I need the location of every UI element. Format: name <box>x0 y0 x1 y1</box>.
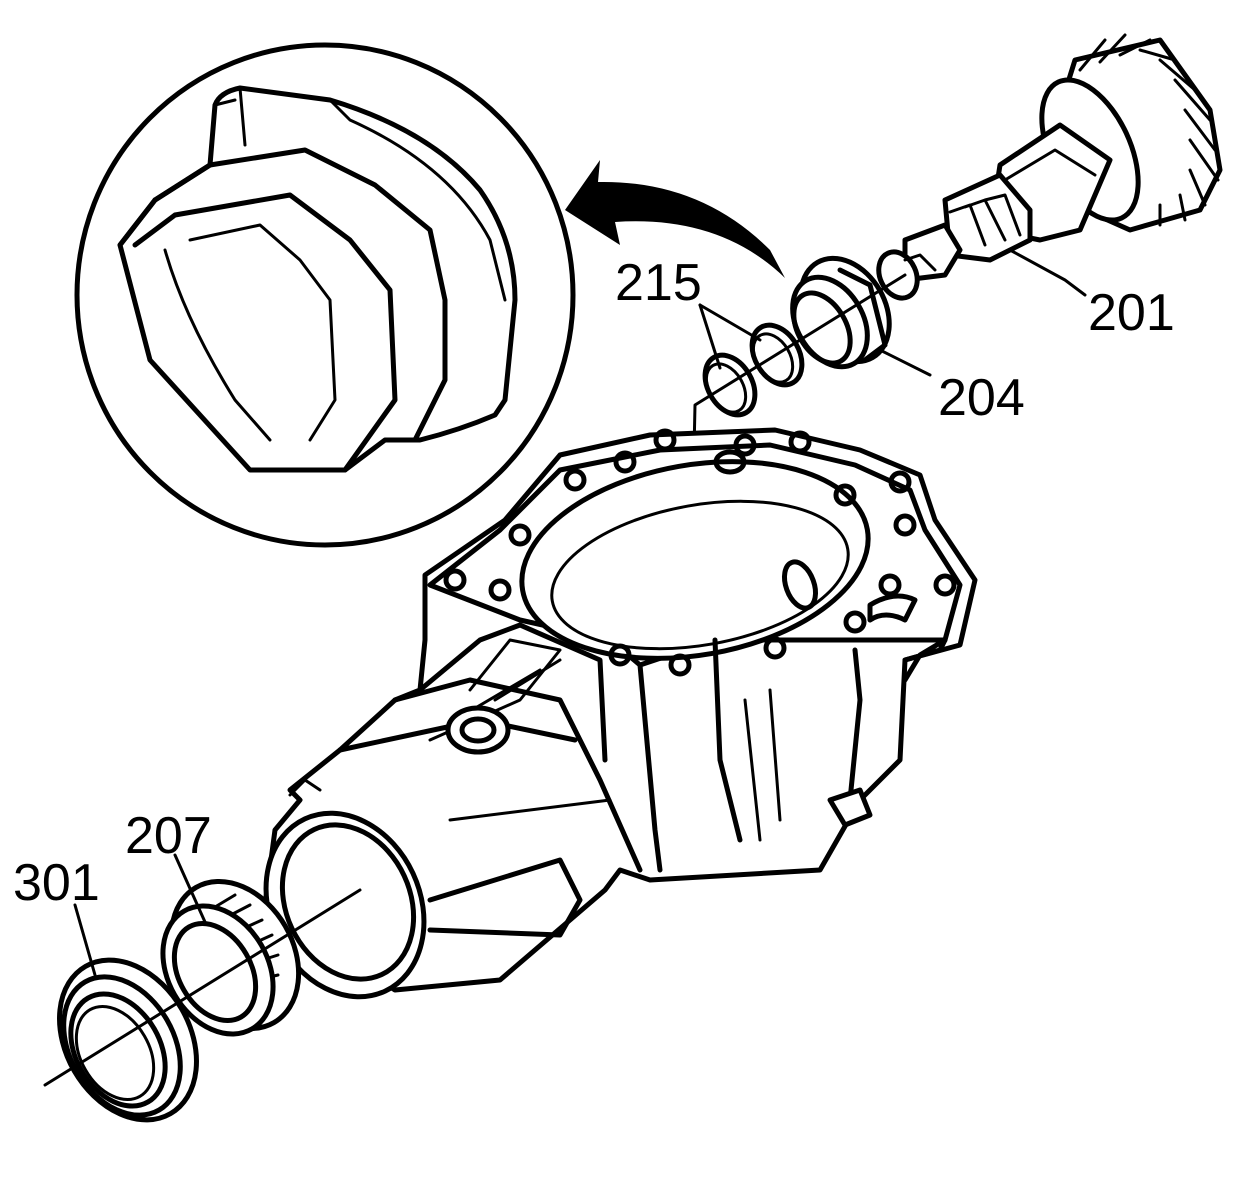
breather-fitting <box>445 705 511 755</box>
detail-inset <box>74 42 576 548</box>
leader-lines <box>73 248 1087 977</box>
axle-housing <box>262 427 978 1000</box>
pinion-gear-201 <box>876 33 1223 301</box>
curved-arrow-icon <box>565 160 785 278</box>
race-301 <box>57 957 199 1123</box>
direction-arrow <box>565 160 785 278</box>
assembly-axis-lower <box>43 888 362 1087</box>
callout-201: 201 <box>1088 284 1175 342</box>
callout-215: 215 <box>615 254 702 312</box>
bolt-holes <box>443 428 957 677</box>
callout-301: 301 <box>13 854 100 912</box>
inset-bearing-race <box>117 85 518 473</box>
callout-204: 204 <box>938 369 1025 427</box>
housing-bore <box>519 459 871 661</box>
callout-207: 207 <box>125 807 212 865</box>
